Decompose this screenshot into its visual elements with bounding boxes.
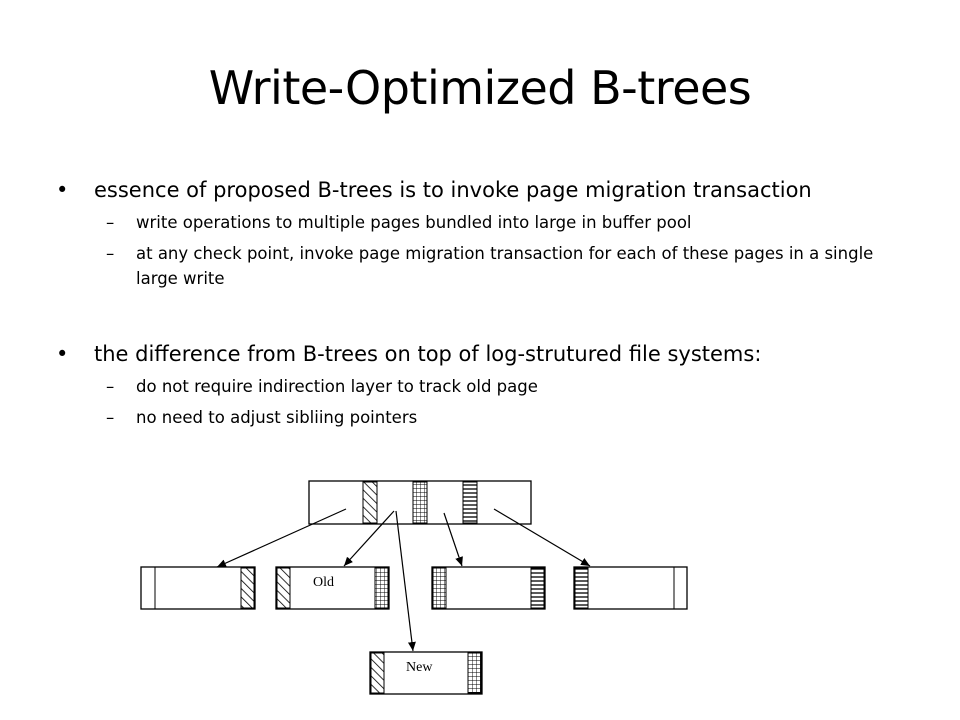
bullet-text: the difference from B-trees on top of lo…	[94, 342, 762, 366]
bullet-marker: •	[56, 178, 69, 202]
slide-title: Write-Optimized B-trees	[208, 61, 752, 115]
leaf-3-horizontal-segment	[530, 567, 545, 609]
arrow-to-old-leaf	[343, 510, 395, 567]
sub-bullet-text: no need to adjust sibliing pointers	[136, 408, 418, 427]
dash-marker: –	[106, 213, 115, 232]
leaf-3-grid-segment	[432, 567, 447, 609]
arrow-to-new-node	[395, 510, 416, 652]
leaf-4-horizontal-segment	[574, 567, 589, 609]
root-grid-segment	[412, 481, 428, 524]
new-node: New	[369, 651, 483, 695]
dash-marker: –	[106, 377, 115, 396]
old-leaf-grid-segment	[374, 567, 389, 609]
leaf-node-1	[140, 566, 256, 610]
leaf-node-4	[573, 566, 688, 610]
sub-bullet-item: – at any check point, invoke page migrat…	[56, 241, 916, 291]
sub-bullet-text: at any check point, invoke page migratio…	[136, 244, 874, 288]
new-node-grid-segment	[467, 652, 482, 694]
root-horizontal-segment	[462, 481, 478, 524]
new-node-label: New	[406, 660, 433, 675]
old-leaf-diagonal-segment	[276, 567, 291, 609]
root-diagonal-segment	[362, 481, 378, 524]
sub-bullet-item: – do not require indirection layer to tr…	[56, 374, 916, 399]
dash-marker: –	[106, 244, 115, 263]
sub-bullet-text: do not require indirection layer to trac…	[136, 377, 538, 396]
bullet-marker: •	[56, 342, 69, 366]
root-node	[308, 480, 532, 525]
bullet-item: • essence of proposed B-trees is to invo…	[56, 176, 916, 204]
leaf-node-3	[431, 566, 546, 610]
bullet-group-2: • the difference from B-trees on top of …	[56, 340, 916, 430]
leaf-1-diagonal-segment	[240, 567, 255, 609]
sub-bullet-item: – write operations to multiple pages bun…	[56, 210, 916, 235]
old-node-label: Old	[313, 575, 334, 590]
arrow-to-leaf-4	[493, 508, 591, 567]
dash-marker: –	[106, 408, 115, 427]
bullet-group-1: • essence of proposed B-trees is to invo…	[56, 176, 916, 291]
bullet-item: • the difference from B-trees on top of …	[56, 340, 916, 368]
old-leaf-node: Old	[275, 566, 390, 610]
arrow-to-leaf-1	[216, 508, 347, 568]
arrow-to-leaf-3	[443, 512, 463, 567]
bullet-text: essence of proposed B-trees is to invoke…	[94, 178, 812, 202]
sub-bullet-item: – no need to adjust sibliing pointers	[56, 405, 916, 430]
sub-bullet-text: write operations to multiple pages bundl…	[136, 213, 692, 232]
new-node-diagonal-segment	[370, 652, 385, 694]
